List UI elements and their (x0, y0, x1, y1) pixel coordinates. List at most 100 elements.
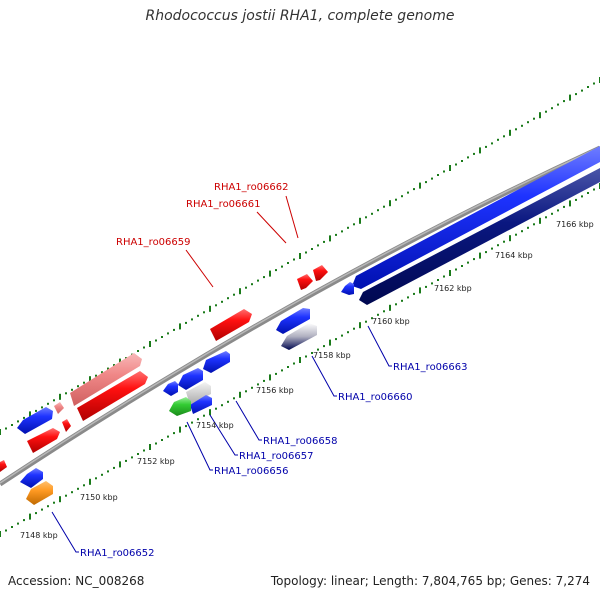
reverse-minor-tick (287, 366, 289, 368)
gene-blue-left-lower[interactable] (20, 468, 43, 488)
gene-red-small-tri[interactable] (62, 419, 71, 432)
forward-minor-tick (233, 293, 235, 296)
reverse-minor-tick (263, 379, 265, 382)
forward-minor-tick (365, 216, 367, 219)
forward-minor-tick (83, 381, 85, 384)
gene-label-RHA1_ro06659[interactable]: RHA1_ro06659 (116, 237, 191, 248)
reverse-minor-tick (413, 292, 415, 295)
gene-RHA1_ro06661[interactable] (297, 274, 313, 290)
reverse-minor-tick (101, 473, 103, 476)
forward-major-tick (539, 112, 541, 119)
forward-major-tick (0, 429, 1, 435)
gene-label-RHA1_ro06652[interactable]: RHA1_ro06652 (80, 548, 155, 559)
reverse-major-tick (29, 513, 31, 520)
gene-blue-mid-c[interactable] (163, 381, 178, 396)
gene-navy-white-small[interactable] (281, 323, 317, 350)
reverse-minor-tick (257, 383, 259, 386)
forward-minor-tick (101, 371, 103, 374)
gene-RHA1_ro06652[interactable] (26, 481, 53, 505)
forward-minor-tick (311, 248, 313, 250)
reverse-minor-tick (485, 251, 487, 254)
reverse-minor-tick (245, 390, 247, 393)
reverse-major-tick (179, 426, 181, 433)
gene-label-RHA1_ro06658[interactable]: RHA1_ro06658 (263, 436, 338, 447)
reverse-minor-tick (155, 442, 157, 445)
gene-blue-lower-b[interactable] (190, 395, 212, 414)
reverse-minor-tick (341, 334, 343, 337)
reverse-minor-tick (461, 265, 463, 267)
gene-blue-small-arrow[interactable] (341, 282, 354, 295)
gene-red-left-long[interactable] (77, 371, 148, 421)
reverse-minor-tick (545, 216, 547, 219)
forward-minor-tick (557, 103, 559, 106)
gene-blue-mid-b[interactable] (178, 368, 203, 390)
reverse-minor-tick (215, 407, 217, 410)
gene-label-RHA1_ro06663[interactable]: RHA1_ro06663 (393, 362, 468, 373)
leader-line-06652 (51, 511, 79, 553)
gene-pink-upper[interactable] (70, 353, 142, 406)
forward-minor-tick (473, 152, 475, 155)
forward-major-tick (359, 217, 361, 224)
gene-navy-long[interactable] (359, 168, 600, 305)
gene-RHA1_ro06663[interactable] (352, 146, 600, 289)
reverse-minor-tick (437, 279, 439, 281)
forward-minor-tick (545, 110, 547, 113)
forward-minor-tick (173, 328, 175, 331)
forward-minor-tick (95, 374, 97, 377)
forward-major-tick (449, 165, 451, 171)
gene-RHA1_ro06660[interactable] (276, 308, 310, 334)
reverse-minor-tick (53, 501, 55, 504)
gene-RHA1_ro06656[interactable] (169, 397, 191, 416)
reverse-minor-tick (527, 226, 529, 229)
forward-minor-tick (383, 205, 385, 208)
gene-RHA1_ro06657[interactable] (186, 382, 211, 405)
forward-minor-tick (245, 286, 247, 289)
gene-label-RHA1_ro06657[interactable]: RHA1_ro06657 (239, 451, 314, 462)
reverse-minor-tick (221, 404, 223, 407)
forward-minor-tick (371, 212, 373, 215)
genome-backbone (0, 145, 600, 487)
reverse-minor-tick (191, 421, 193, 424)
forward-minor-tick (347, 226, 349, 229)
forward-minor-tick (551, 107, 553, 110)
forward-major-tick (209, 305, 211, 312)
forward-minor-tick (587, 86, 589, 88)
leader-line-06657 (209, 414, 238, 456)
reverse-minor-tick (425, 285, 427, 288)
reverse-minor-tick (167, 435, 169, 438)
forward-minor-tick (227, 297, 229, 300)
forward-minor-tick (461, 160, 463, 162)
forward-minor-tick (107, 367, 109, 370)
reverse-minor-tick (95, 477, 97, 480)
forward-major-tick (269, 270, 271, 277)
forward-major-tick (299, 253, 301, 259)
reverse-minor-tick (401, 299, 403, 302)
gene-RHA1_ro06658[interactable] (203, 351, 230, 373)
forward-minor-tick (437, 174, 439, 176)
reverse-major-tick (329, 339, 331, 346)
gene-label-RHA1_ro06656[interactable]: RHA1_ro06656 (214, 466, 289, 477)
reverse-minor-tick (365, 320, 367, 323)
reverse-major-tick (419, 287, 421, 294)
forward-minor-tick (275, 269, 277, 272)
gene-red-left-short[interactable] (27, 428, 60, 453)
reverse-minor-tick (125, 459, 127, 462)
gene-blue-left-upper[interactable] (17, 407, 53, 434)
kbp-label-7164: 7164 kbp (495, 251, 533, 260)
reverse-minor-tick (185, 425, 187, 428)
leader-line-06663 (367, 325, 392, 367)
reverse-minor-tick (473, 258, 475, 261)
forward-minor-tick (77, 385, 79, 388)
gene-label-RHA1_ro06661[interactable]: RHA1_ro06661 (186, 199, 261, 210)
gene-label-RHA1_ro06660[interactable]: RHA1_ro06660 (338, 392, 413, 403)
gene-label-RHA1_ro06662[interactable]: RHA1_ro06662 (214, 182, 289, 193)
gene-RHA1_ro06659[interactable] (210, 309, 252, 341)
forward-major-tick (479, 147, 481, 154)
forward-minor-tick (185, 321, 187, 324)
gene-pink-small[interactable] (54, 402, 64, 414)
reverse-minor-tick (23, 519, 25, 522)
forward-minor-tick (41, 406, 43, 409)
gene-red-edge[interactable] (0, 460, 7, 472)
forward-minor-tick (563, 100, 565, 103)
gene-RHA1_ro06662[interactable] (313, 265, 328, 281)
